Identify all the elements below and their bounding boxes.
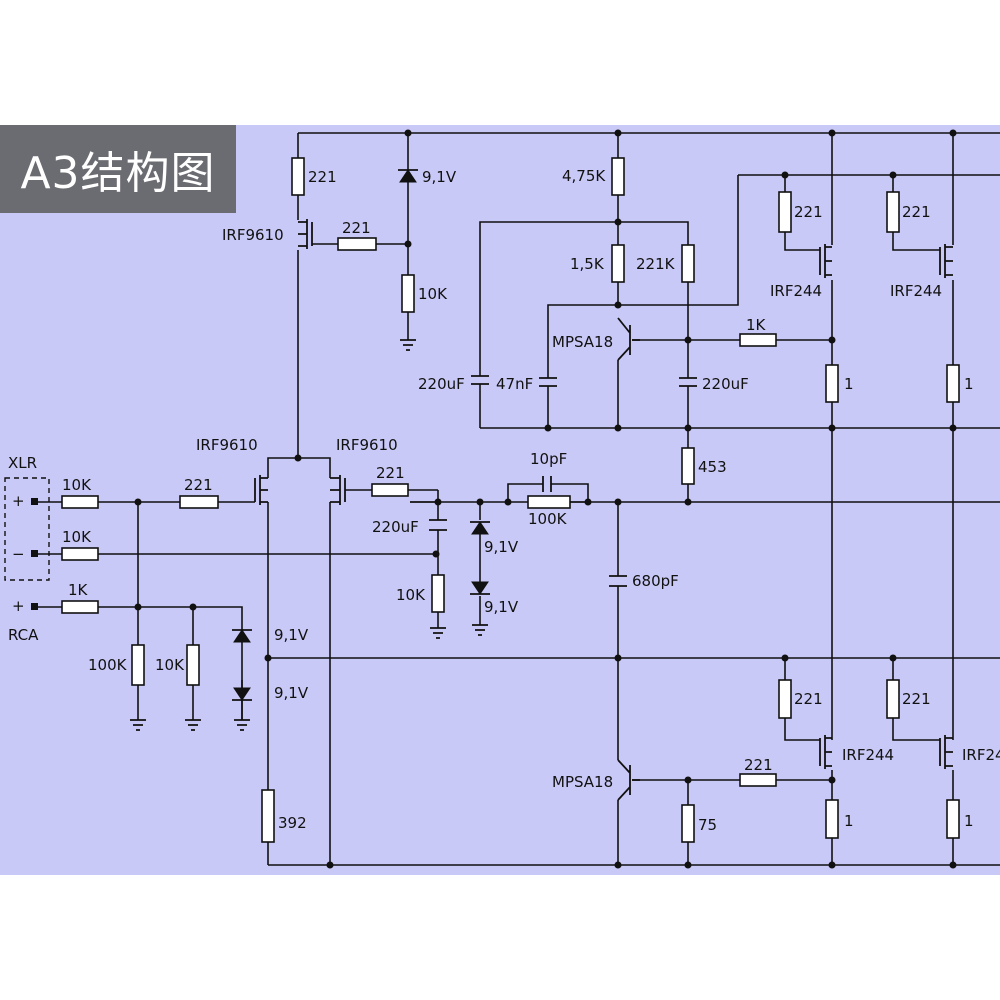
r-rca [61,600,99,614]
label-r-gate-right: 221 [376,464,405,482]
component-labels: XLR + − + RCA 10K 10K 1K 221 100K 10K 9,… [8,167,1000,834]
label-r-1k-top: 1K [746,316,767,334]
label-r-392: 392 [278,814,307,832]
r-475k [611,157,625,196]
r-top-gate [337,237,377,251]
r-in-minus [61,547,99,561]
r-s-c [825,799,839,839]
label-q-left: IRF9610 [196,436,258,454]
label-r-221k: 221K [636,255,676,273]
r-s-a [825,364,839,403]
label-r-453: 453 [698,458,727,476]
label-r-top-gate: 221 [342,219,371,237]
label-plus-xlr: + [12,492,25,510]
label-r-75: 75 [698,816,717,834]
label-r-s-c: 1 [844,812,854,830]
label-c-220uf-a: 220uF [418,375,465,393]
r-100k-shunt [131,644,145,686]
label-q-mpsa-bot: MPSA18 [552,773,613,791]
label-r-top-221: 221 [308,168,337,186]
r-s-d [946,799,960,839]
r-75 [681,804,695,843]
r-221k [681,244,695,283]
label-c-47nf: 47nF [496,375,533,393]
wires [35,132,1000,866]
label-r-g-c: 221 [794,690,823,708]
label-q-irf244-a: IRF244 [770,282,822,300]
r-g-b [886,191,900,233]
r-100k-fb [527,495,571,509]
label-r-15k: 1,5K [570,255,605,273]
label-plus-rca: + [12,597,25,615]
label-r-100k: 100K [88,656,128,674]
r-1k-top [739,333,777,347]
r-g-d [886,679,900,719]
label-rca: RCA [8,626,39,644]
label-z-91-b: 9,1V [274,684,309,702]
page-title: A3结构图 [20,148,216,199]
label-c-10pf: 10pF [530,450,567,468]
r-gate-right [371,483,409,497]
r-in-10k [431,574,445,613]
label-minus-xlr: − [12,545,25,563]
resistors [61,157,960,843]
grounds [130,339,488,731]
xlr-connector [4,477,50,610]
label-q-right: IRF9610 [336,436,398,454]
label-r-s-b: 1 [964,375,974,393]
label-q-irf244-b: IRF244 [890,282,942,300]
label-z-mid-b: 9,1V [484,598,519,616]
label-q-irf244-d: IRF24 [962,746,1000,764]
r-221-bot [739,773,777,787]
junction-dots [134,129,957,869]
r-top-221 [291,157,305,196]
r-g-a [778,191,792,233]
r-453 [681,447,695,485]
r-top-10k [401,274,415,313]
title-banner: A3结构图 [0,125,236,213]
r-g-c [778,679,792,719]
label-r-in-plus: 10K [62,476,92,494]
label-r-10k-shunt: 10K [155,656,185,674]
label-r-gate-left: 221 [184,476,213,494]
label-q-top: IRF9610 [222,226,284,244]
schematic-background [0,125,1000,875]
label-r-s-a: 1 [844,375,854,393]
label-r-in-minus: 10K [62,528,92,546]
mosfets [254,219,953,769]
r-gate-left [179,495,219,509]
capacitors [429,368,697,590]
label-r-g-d: 221 [902,690,931,708]
label-r-g-b: 221 [902,203,931,221]
r-10k-shunt [186,644,200,686]
r-392 [261,789,275,843]
label-xlr: XLR [8,454,37,472]
label-z-mid-a: 9,1V [484,538,519,556]
bjts [617,317,640,801]
label-r-100k-fb: 100K [528,510,568,528]
r-15k [611,244,625,283]
label-z-top: 9,1V [422,168,457,186]
label-c-in: 220uF [372,518,419,536]
label-r-221-bot: 221 [744,756,773,774]
label-r-top-10k: 10K [418,285,448,303]
label-r-in-10k: 10K [396,586,426,604]
label-r-rca: 1K [68,581,89,599]
label-q-irf244-c: IRF244 [842,746,894,764]
label-q-mpsa-top: MPSA18 [552,333,613,351]
label-z-91-a: 9,1V [274,626,309,644]
r-in-plus [61,495,99,509]
label-c-680pf: 680pF [632,572,679,590]
label-c-220uf-b: 220uF [702,375,749,393]
label-r-475k: 4,75K [562,167,606,185]
r-s-b [946,364,960,403]
zener-diodes [232,169,490,720]
label-r-g-a: 221 [794,203,823,221]
label-r-s-d: 1 [964,812,974,830]
